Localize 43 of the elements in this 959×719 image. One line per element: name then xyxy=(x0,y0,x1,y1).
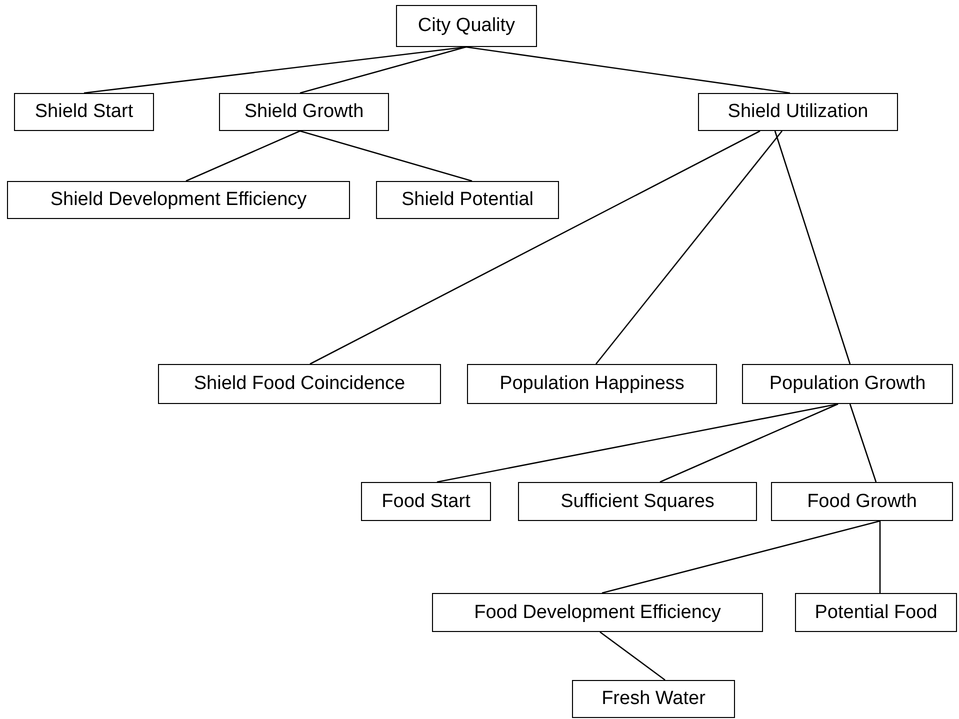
node-label: Shield Start xyxy=(34,101,134,123)
connector-line xyxy=(849,404,877,482)
node-label: Shield Utilization xyxy=(728,101,868,123)
node-box xyxy=(376,181,559,219)
node-label: Population Growth xyxy=(769,373,926,395)
node-box xyxy=(518,482,757,521)
node-box xyxy=(795,593,957,632)
node-label: Shield Potential xyxy=(401,189,534,211)
node-box xyxy=(219,93,389,131)
node-box xyxy=(361,482,491,521)
node-label: Population Happiness xyxy=(500,373,684,395)
node-label: Shield Growth xyxy=(244,101,364,123)
connector-line xyxy=(879,521,881,593)
node-box xyxy=(467,364,717,404)
node-label: Shield Food Coincidence xyxy=(194,373,406,395)
node-box xyxy=(771,482,953,521)
connector-line xyxy=(186,130,300,182)
connector-line xyxy=(600,631,666,681)
connector-line xyxy=(436,403,838,483)
node-label: Fresh Water xyxy=(602,688,706,710)
connector-line xyxy=(300,46,466,94)
connector-line xyxy=(596,130,782,364)
connector-line xyxy=(466,46,790,94)
connector-line xyxy=(602,520,880,594)
node-label: Food Start xyxy=(382,490,470,512)
connector-line xyxy=(300,130,472,182)
node-box xyxy=(572,680,735,718)
node-box xyxy=(14,93,154,131)
node-box xyxy=(698,93,898,131)
node-label: Food Development Efficiency xyxy=(474,602,721,624)
connector-line xyxy=(660,403,838,483)
node-label: Food Growth xyxy=(807,490,917,512)
node-box xyxy=(742,364,953,404)
node-box xyxy=(7,181,350,219)
node-label: Sufficient Squares xyxy=(560,490,714,512)
node-box xyxy=(158,364,441,404)
node-box xyxy=(432,593,763,632)
connector-line xyxy=(774,130,851,364)
node-label: Shield Development Efficiency xyxy=(50,189,307,211)
node-label: Potential Food xyxy=(814,602,938,624)
node-label: City Quality xyxy=(418,15,516,37)
node-box xyxy=(396,5,537,47)
connector-line xyxy=(310,130,760,365)
